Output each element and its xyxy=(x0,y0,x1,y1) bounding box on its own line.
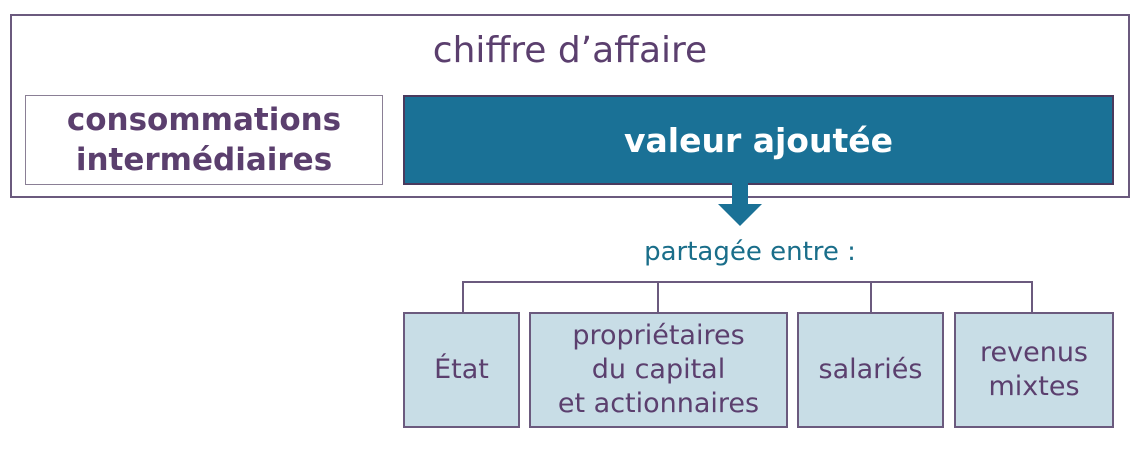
partagee-entre-label: partagée entre : xyxy=(644,237,856,267)
down-arrow-icon xyxy=(718,182,762,226)
share-label-revenus-mixtes: revenus mixtes xyxy=(980,337,1088,402)
share-box-etat: État xyxy=(403,312,520,428)
share-box-revenus-mixtes: revenus mixtes xyxy=(954,312,1114,428)
valeur-ajoutee-box: valeur ajoutée xyxy=(403,95,1114,185)
consommations-intermediaires-box: consommations intermédiaires xyxy=(25,95,383,185)
chiffre-affaire-title: chiffre d’affaire xyxy=(432,30,708,71)
share-label-salaries: salariés xyxy=(818,354,923,385)
chiffre-affaire-frame xyxy=(10,14,1130,198)
distribution-connectors xyxy=(462,281,1033,312)
share-box-proprietaires: propriétaires du capital et actionnaires xyxy=(529,312,788,428)
share-label-etat: État xyxy=(434,354,489,385)
share-label-proprietaires: propriétaires du capital et actionnaires xyxy=(557,320,760,419)
share-box-salaries: salariés xyxy=(797,312,944,428)
consommations-intermediaires-label: consommations intermédiaires xyxy=(66,102,342,178)
valeur-ajoutee-label: valeur ajoutée xyxy=(623,120,893,160)
